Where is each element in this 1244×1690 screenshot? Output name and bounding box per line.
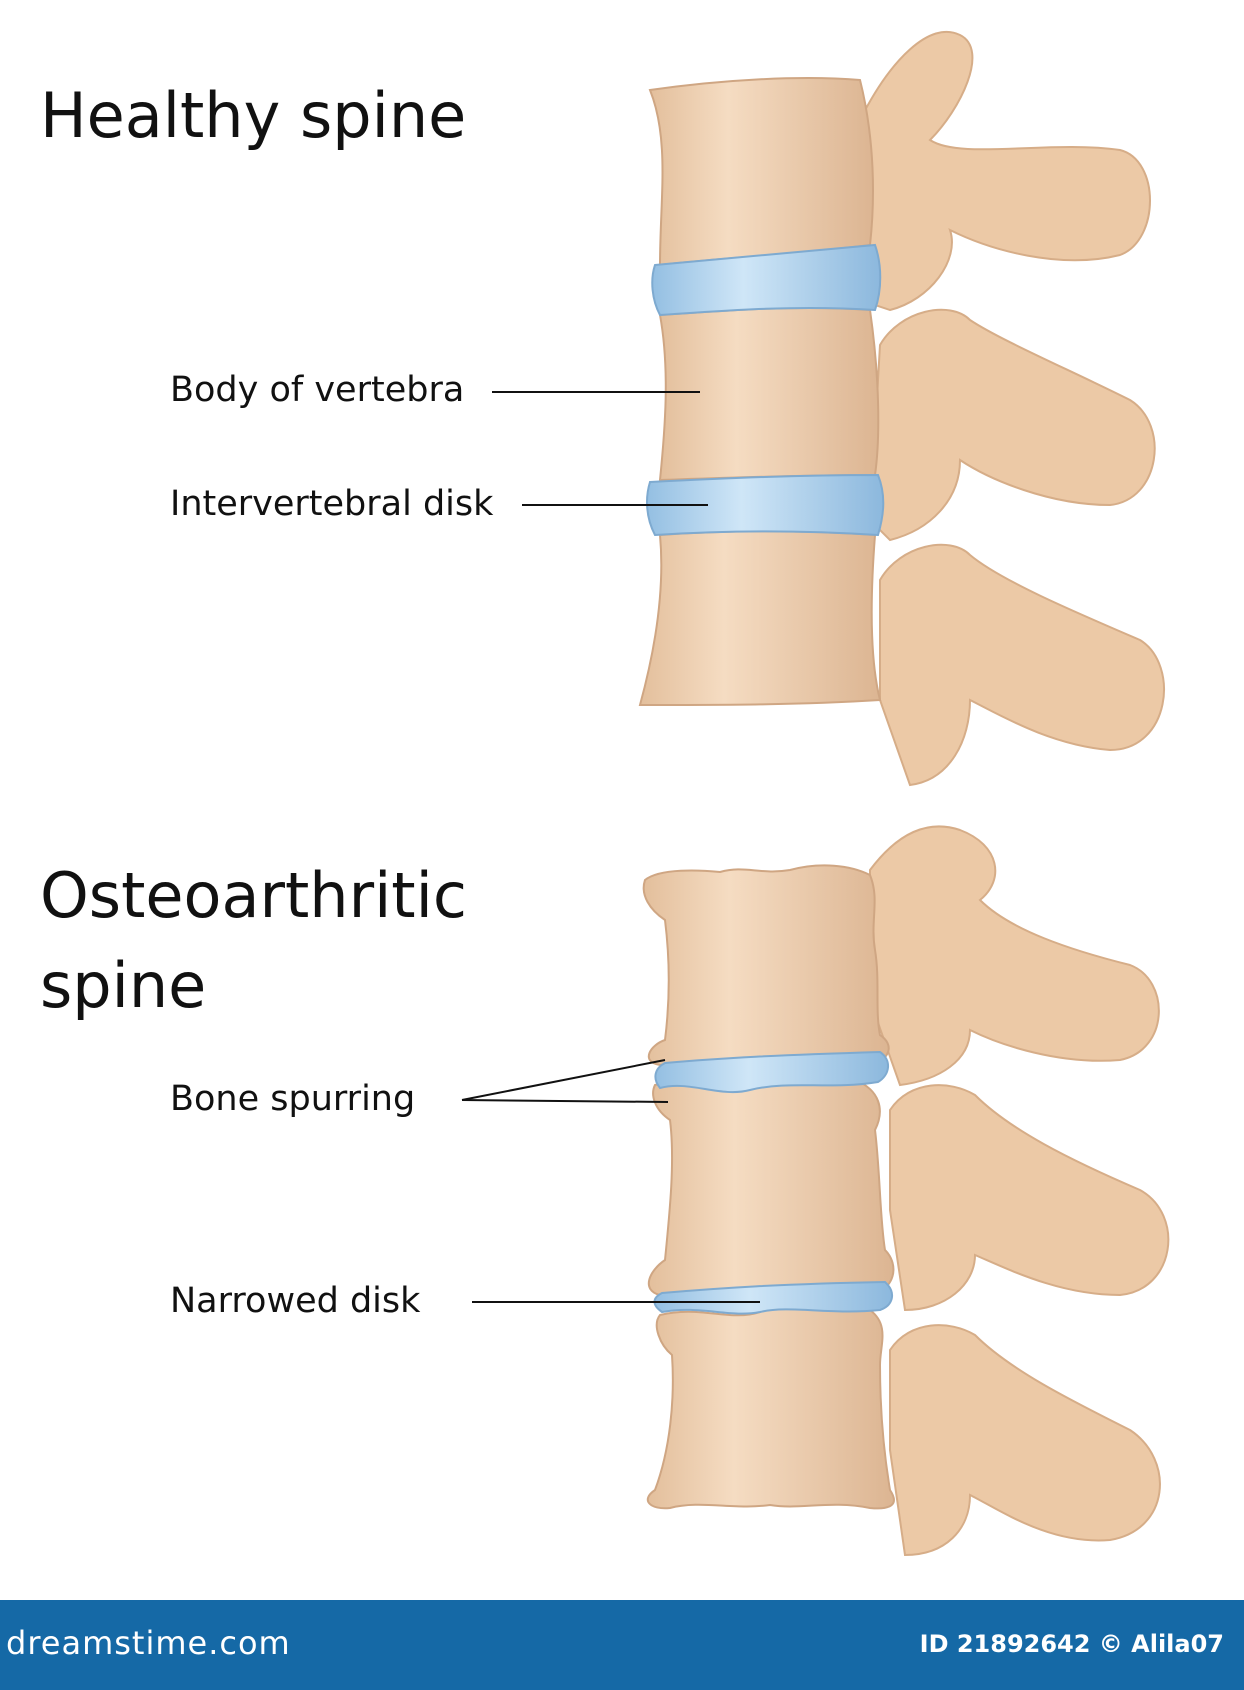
healthy-processes xyxy=(859,30,1165,787)
healthy-intervertebral-disks xyxy=(646,243,885,537)
heading-healthy-spine: Healthy spine xyxy=(40,79,467,152)
bone-spurring-leader-lower xyxy=(461,1099,669,1103)
osteo-vertebral-bodies xyxy=(642,864,895,1510)
label-narrowed-disk: Narrowed disk xyxy=(170,1281,421,1321)
healthy-vertebral-bodies xyxy=(638,77,882,707)
spine-diagram: Healthy spine Osteoarthritic spine Body … xyxy=(40,30,1170,1557)
footer-image-id: ID 21892642 © Alila07 xyxy=(919,1630,1224,1658)
heading-osteoarthritic-line1: Osteoarthritic xyxy=(40,859,467,932)
osteo-narrowed-disks xyxy=(653,1050,893,1315)
label-bone-spurring: Bone spurring xyxy=(170,1079,416,1119)
label-intervertebral-disk: Intervertebral disk xyxy=(170,484,494,524)
heading-osteoarthritic-line2: spine xyxy=(40,949,207,1022)
healthy-spine-illustration xyxy=(461,30,1170,1557)
footer-bar: dreamstime.com ID 21892642 © Alila07 xyxy=(0,1600,1244,1690)
osteo-processes xyxy=(869,825,1170,1557)
bone-spurring-leader-upper xyxy=(461,1059,666,1101)
leader-lines xyxy=(461,391,760,1303)
label-body-of-vertebra: Body of vertebra xyxy=(170,370,465,410)
footer-brand[interactable]: dreamstime.com xyxy=(6,1624,291,1662)
